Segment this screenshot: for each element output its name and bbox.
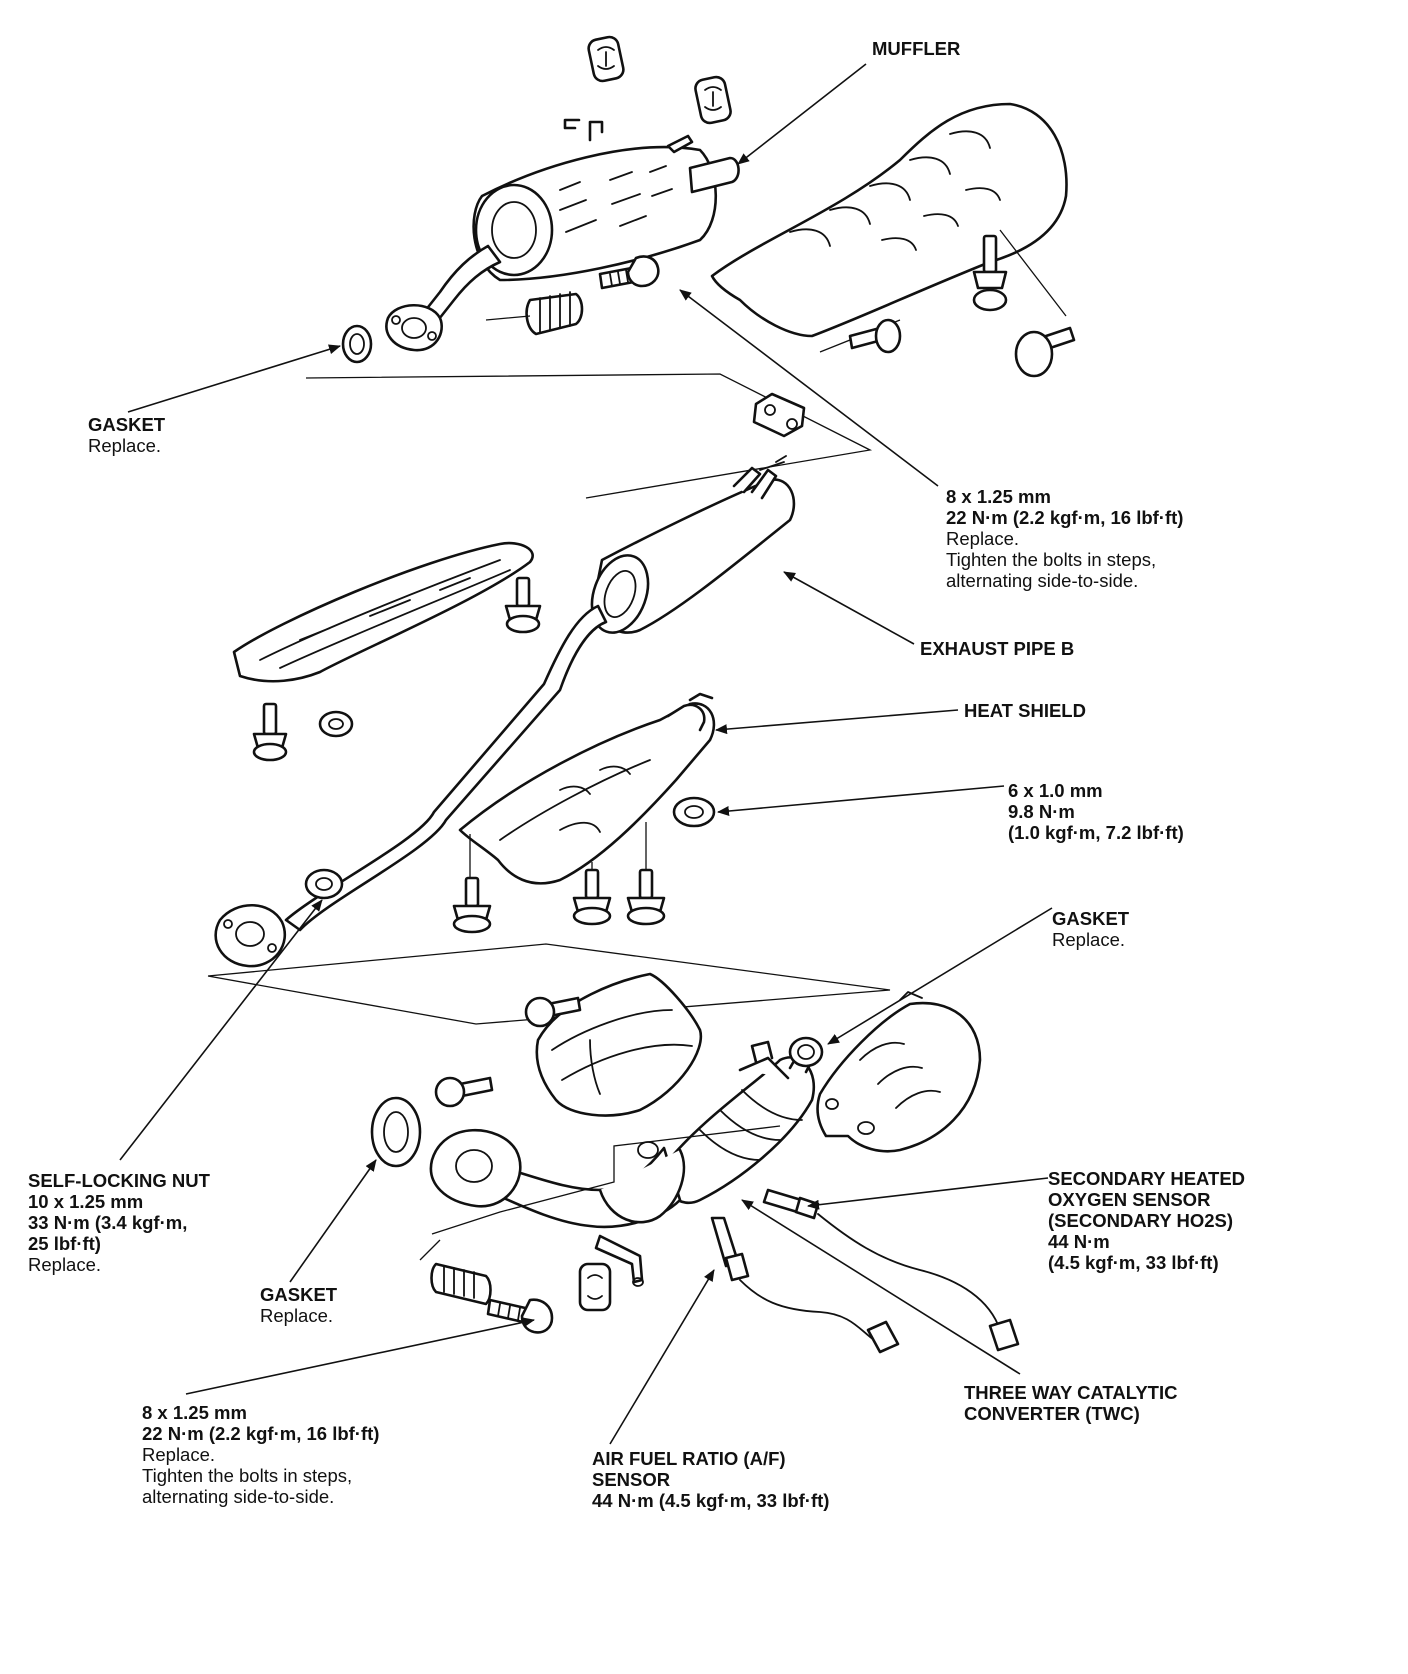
- gasket-bottom: [370, 1096, 422, 1168]
- alignment-lines-bottom: [419, 1125, 781, 1261]
- rubber-mount-top-1: [587, 35, 625, 83]
- twc-flange: [429, 1128, 522, 1208]
- bolt-bottom-note-1: Replace.: [142, 1444, 216, 1465]
- secondary-ho2s: [762, 1188, 1020, 1352]
- gasket-top-callout: GASKET Replace.: [88, 414, 165, 456]
- alignment-lines-middle: [207, 943, 891, 1025]
- bolt-bottom-size: 8 x 1.25 mm: [142, 1402, 247, 1423]
- gasket-right-title: GASKET: [1052, 908, 1130, 929]
- twc-bolt-1: [524, 996, 582, 1028]
- gasket-bottom-callout: GASKET Replace.: [260, 1284, 337, 1326]
- shield-bolt-top-3: [1014, 326, 1076, 378]
- muffler: [472, 118, 740, 282]
- bolt-bottom-callout: 8 x 1.25 mm 22 N·m (2.2 kgf·m, 16 lbf·ft…: [142, 1402, 379, 1507]
- gasket-top-title: GASKET: [88, 414, 166, 435]
- muffler-label: MUFFLER: [872, 38, 961, 59]
- bolt-top-note-2: Tighten the bolts in steps,: [946, 549, 1157, 570]
- bolt-top-note-3: alternating side-to-side.: [946, 570, 1139, 591]
- secondary-ho2s-callout: SECONDARY HEATED OXYGEN SENSOR (SECONDAR…: [1048, 1168, 1245, 1273]
- twc-upper-heat-shield: [816, 991, 982, 1153]
- bolt-bottom-torque: 22 N·m (2.2 kgf·m, 16 lbf·ft): [142, 1423, 380, 1444]
- heat-shield-nut: [672, 796, 716, 828]
- twc-bracket: [594, 1234, 644, 1287]
- spring-bottom: [430, 1262, 492, 1306]
- nut-6mm-size: 6 x 1.0 mm: [1008, 780, 1103, 801]
- heat-shield-bolt-3: [626, 868, 666, 926]
- rubber-mount-top-2: [694, 75, 732, 125]
- spring-top: [525, 291, 584, 336]
- shield-bolt-top-2: [848, 318, 902, 354]
- self-locking-nut-callout: SELF-LOCKING NUT 10 x 1.25 mm 33 N·m (3.…: [28, 1170, 210, 1275]
- self-locking-nut-torque-2: 25 lbf·ft): [28, 1233, 101, 1254]
- gasket-top-note: Replace.: [88, 435, 162, 456]
- muffler-flange: [385, 304, 443, 352]
- plate-bolt-1: [504, 576, 542, 634]
- bolt-top-note-1: Replace.: [946, 528, 1020, 549]
- rubber-mount-middle: [752, 392, 806, 438]
- secondary-ho2s-line-2: OXYGEN SENSOR: [1048, 1189, 1211, 1210]
- twc-callout: THREE WAY CATALYTIC CONVERTER (TWC): [964, 1382, 1177, 1424]
- exhaust-pipe-b: [590, 455, 796, 634]
- gasket-right: [788, 1036, 824, 1068]
- af-sensor-torque: 44 N·m (4.5 kgf·m, 33 lbf·ft): [592, 1490, 830, 1511]
- gasket-right-callout: GASKET Replace.: [1052, 908, 1129, 950]
- catalytic-converter-inlet-pipe: [470, 1146, 686, 1229]
- secondary-ho2s-line-3: (SECONDARY HO2S): [1048, 1210, 1234, 1231]
- heat-shield-bolt-2: [572, 868, 612, 926]
- twc-line-2: CONVERTER (TWC): [964, 1403, 1140, 1424]
- lower-heat-shield-plate: [232, 541, 534, 683]
- plate-nut: [318, 710, 354, 738]
- heat-shield-bolt-1: [452, 876, 492, 934]
- bolt-bottom-note-2: Tighten the bolts in steps,: [142, 1465, 353, 1486]
- bolt-top-torque: 22 N·m (2.2 kgf·m, 16 lbf·ft): [946, 507, 1184, 528]
- gasket-right-note: Replace.: [1052, 929, 1126, 950]
- gasket-bottom-note: Replace.: [260, 1305, 334, 1326]
- plate-bolt-2: [252, 702, 288, 762]
- self-locking-nut: [304, 868, 344, 900]
- exhaust-pipe-b-label: EXHAUST PIPE B: [920, 638, 1075, 659]
- gasket-bottom-title: GASKET: [260, 1284, 338, 1305]
- bolt-bottom-note-3: alternating side-to-side.: [142, 1486, 335, 1507]
- twc-line-1: THREE WAY CATALYTIC: [964, 1382, 1178, 1403]
- gasket-top: [341, 324, 373, 364]
- secondary-ho2s-torque-2: (4.5 kgf·m, 33 lbf·ft): [1048, 1252, 1219, 1273]
- self-locking-nut-note: Replace.: [28, 1254, 102, 1275]
- heat-shield: [458, 692, 716, 894]
- self-locking-nut-size: 10 x 1.25 mm: [28, 1191, 144, 1212]
- shield-bolt-top-1: [972, 234, 1008, 312]
- bolt-top-size: 8 x 1.25 mm: [946, 486, 1051, 507]
- bolt-top: [598, 255, 660, 290]
- twc-bolt-2: [434, 1076, 494, 1108]
- af-sensor-line-1: AIR FUEL RATIO (A/F): [592, 1448, 786, 1469]
- leader-lines: [119, 63, 1053, 1445]
- nut-6mm-torque-1: 9.8 N·m: [1008, 801, 1075, 822]
- rubber-mount-bottom: [578, 1262, 612, 1312]
- secondary-ho2s-torque-1: 44 N·m: [1048, 1231, 1110, 1252]
- af-sensor-callout: AIR FUEL RATIO (A/F) SENSOR 44 N·m (4.5 …: [592, 1448, 829, 1511]
- nut-6mm-torque-2: (1.0 kgf·m, 7.2 lbf·ft): [1008, 822, 1184, 843]
- exhaust-pipe-b-flange: [214, 903, 287, 968]
- af-sensor-line-2: SENSOR: [592, 1469, 671, 1490]
- muffler-heat-shield: [710, 102, 1068, 353]
- af-sensor: [710, 1216, 900, 1354]
- secondary-ho2s-line-1: SECONDARY HEATED: [1048, 1168, 1246, 1189]
- twc-lower-heat-shield: [535, 972, 703, 1117]
- nut-6mm-callout: 6 x 1.0 mm 9.8 N·m (1.0 kgf·m, 7.2 lbf·f…: [1008, 780, 1184, 843]
- heat-shield-label: HEAT SHIELD: [964, 700, 1086, 721]
- self-locking-nut-title: SELF-LOCKING NUT: [28, 1170, 210, 1191]
- self-locking-nut-torque-1: 33 N·m (3.4 kgf·m,: [28, 1212, 188, 1233]
- bolt-top-callout: 8 x 1.25 mm 22 N·m (2.2 kgf·m, 16 lbf·ft…: [946, 486, 1183, 591]
